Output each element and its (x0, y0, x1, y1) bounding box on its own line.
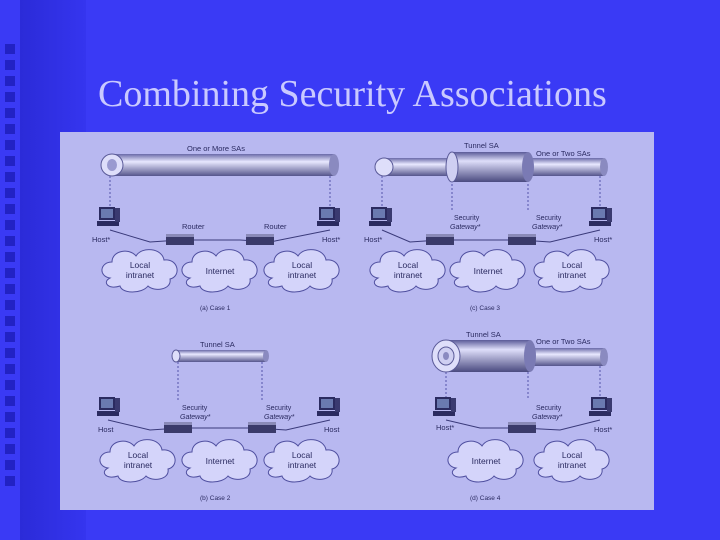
cloud-label: Internet (206, 456, 235, 466)
cloud-label: intranet (288, 460, 317, 470)
cloud-label: intranet (558, 460, 587, 470)
tunnel-sa-label: Tunnel SA (464, 141, 499, 150)
router-label: Router (264, 222, 287, 231)
gateway-label: Security (182, 405, 208, 412)
cloud-label: Local (398, 260, 418, 270)
host-computer-icon (97, 397, 120, 416)
cloud-label: Local (128, 450, 148, 460)
gateway-icon (248, 422, 276, 433)
cloud-label: Local (562, 450, 582, 460)
network-link (109, 229, 331, 243)
cloud-label: Local (130, 260, 150, 270)
sa-tube-label: One or More SAs (187, 144, 245, 153)
tunnel-sa-label: Tunnel SA (466, 330, 501, 339)
gateway-label: Security (266, 405, 292, 412)
host-label: Host* (436, 423, 454, 432)
sa-tube-opening (374, 157, 394, 177)
cloud-label: intranet (124, 460, 153, 470)
security-associations-figure: One or More SAs Router Router Host* Host… (60, 132, 654, 510)
host-computer-icon (317, 397, 340, 416)
case-1-panel: One or More SAs Router Router Host* Host… (92, 144, 340, 312)
host-computer-icon (589, 397, 612, 416)
cloud-label: Local (562, 260, 582, 270)
gateway-label: Gateway* (450, 224, 481, 231)
router-icon (166, 234, 194, 245)
host-label: Host* (594, 235, 612, 244)
case-caption: (d) Case 4 (470, 495, 501, 502)
cloud-label: intranet (394, 270, 423, 280)
router-icon (246, 234, 274, 245)
host-computer-icon (317, 207, 340, 226)
tunnel-sa-tube (452, 152, 528, 182)
host-computer-icon (369, 207, 392, 226)
gateway-label: Security (536, 405, 562, 412)
host-computer-icon (97, 207, 120, 226)
gateway-label: Gateway* (532, 224, 563, 231)
host-label: Host* (364, 235, 382, 244)
host-label: Host* (92, 235, 110, 244)
gateway-icon (508, 422, 536, 433)
outer-sa-tube (530, 348, 604, 366)
bullet-squares-decoration (0, 0, 20, 540)
case-3-panel: Tunnel SA One or Two SAs Security Gatewa… (364, 141, 612, 312)
network-link (107, 419, 331, 431)
case-4-panel: Tunnel SA One or Two SAs Security Gatewa… (431, 330, 612, 502)
gateway-icon (426, 234, 454, 245)
cloud-label: Internet (474, 266, 503, 276)
host-label: Host* (594, 425, 612, 434)
case-2-panel: Tunnel SA Security Gateway* Security Gat… (97, 340, 340, 502)
gateway-label: Gateway* (264, 414, 295, 421)
gateway-icon (508, 234, 536, 245)
gateway-label: Security (454, 215, 480, 222)
outer-sa-label: One or Two SAs (536, 337, 591, 346)
tunnel-sa-tube (176, 350, 266, 362)
cloud-label: Internet (472, 456, 501, 466)
case-caption: (b) Case 2 (200, 495, 231, 502)
sa-tube-end (329, 154, 339, 176)
host-computer-icon (433, 397, 456, 416)
gateway-label: Security (536, 215, 562, 222)
cloud-label: intranet (288, 270, 317, 280)
network-link (381, 229, 601, 243)
case-caption: (c) Case 3 (470, 305, 500, 312)
cloud-label: Internet (206, 266, 235, 276)
cloud-label: Local (292, 450, 312, 460)
gateway-label: Gateway* (180, 414, 211, 421)
host-computer-icon (589, 207, 612, 226)
sa-tube (112, 154, 334, 176)
host-label: Host (324, 425, 340, 434)
slide-title: Combining Security Associations (98, 73, 607, 115)
host-label: Host* (322, 235, 340, 244)
router-label: Router (182, 222, 205, 231)
cloud-label: intranet (558, 270, 587, 280)
outer-sa-label: One or Two SAs (536, 149, 591, 158)
cloud-label: intranet (126, 270, 155, 280)
gateway-icon (164, 422, 192, 433)
tunnel-sa-label: Tunnel SA (200, 340, 235, 349)
host-label: Host (98, 425, 114, 434)
case-caption: (a) Case 1 (200, 305, 231, 312)
gateway-label: Gateway* (532, 414, 563, 421)
cloud-label: Local (292, 260, 312, 270)
